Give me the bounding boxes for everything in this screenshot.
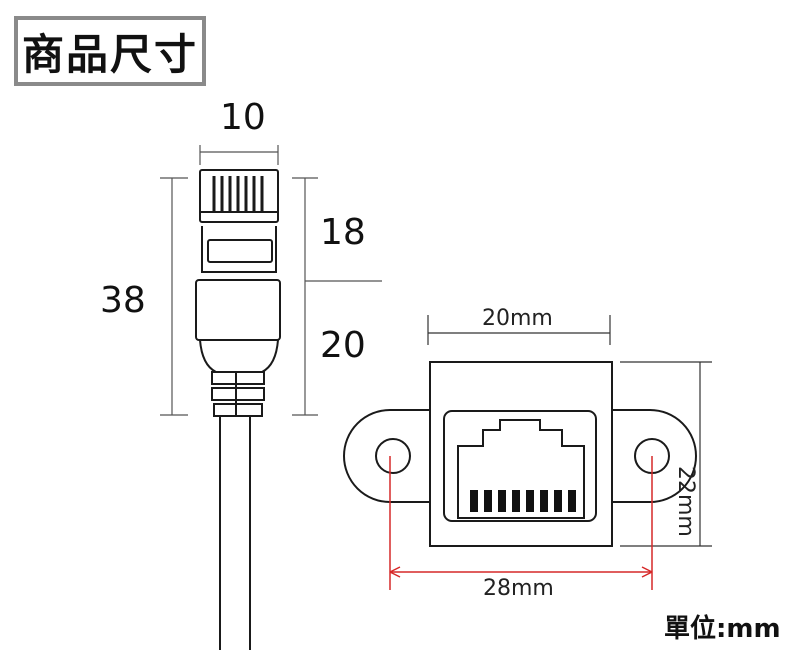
jack-contacts: [470, 490, 576, 512]
unit-label: 單位:mm: [664, 614, 781, 644]
rj45-plug: [195, 169, 281, 650]
plug-length-total-label: 38: [100, 280, 146, 321]
plug-width-label: 10: [220, 97, 266, 138]
plug-dimension-lines: [160, 145, 382, 416]
plug-boot-length-label: 20: [320, 325, 366, 366]
jack-height-label: 22mm: [673, 466, 698, 537]
page-title: 商品尺寸: [21, 29, 198, 79]
plug-head-length-label: 18: [320, 212, 366, 253]
mount-hole-left: [375, 438, 411, 474]
title-box: 商品尺寸: [14, 16, 206, 86]
jack-width-label: 20mm: [482, 306, 553, 331]
hole-spacing-lines: [389, 456, 653, 590]
hole-spacing-label: 28mm: [483, 576, 554, 601]
jack-dimension-lines: [427, 315, 712, 547]
rj45-jack: [343, 361, 697, 547]
